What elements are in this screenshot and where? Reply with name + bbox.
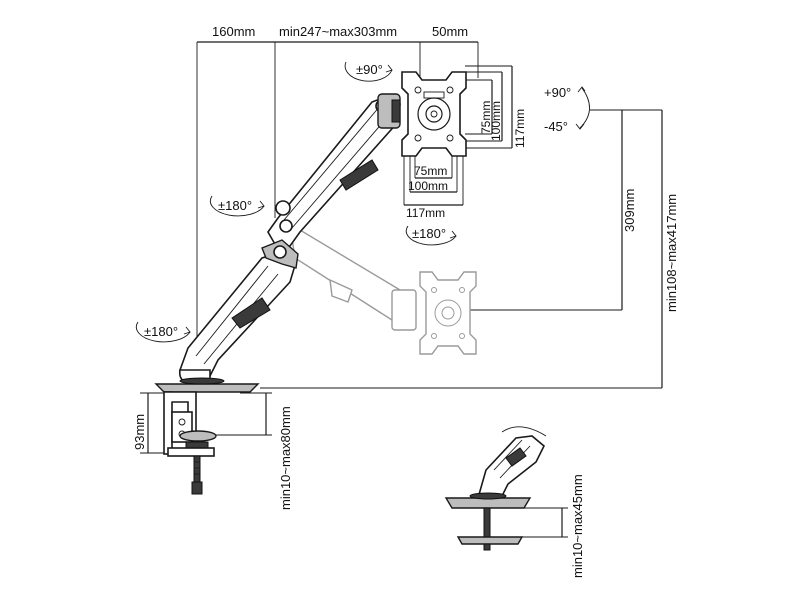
clamp-height-label: 93mm (132, 414, 147, 450)
tilt-down-label: -45° (544, 119, 568, 134)
rotation-arm-label: ±180° (218, 198, 252, 213)
clamp-thickness-label: min10~max80mm (278, 406, 293, 510)
vesa-plate (401, 71, 467, 157)
tilt-up-label: +90° (544, 85, 571, 100)
monitor-arm (154, 93, 401, 393)
grommet-mount (444, 426, 547, 551)
rotation-head-label: ±90° (356, 62, 383, 77)
vesa-75-height-label: 75mm (479, 101, 493, 134)
rotation-base-label: ±180° (144, 324, 178, 339)
rotate-arrow-icon (209, 195, 265, 217)
rotation-tilt-badge: +90° -45° (544, 85, 590, 134)
tilt-arrow-icon (579, 87, 590, 129)
reach-short-label: 160mm (212, 24, 255, 39)
arm-lowered-position (291, 229, 477, 355)
height-travel-label: 309mm (622, 189, 637, 232)
rotation-head-badge: ±90° (344, 61, 393, 82)
rotate-arrow-icon (135, 321, 191, 343)
rotation-arm-badge: ±180° (209, 195, 265, 217)
dimension-lines (140, 41, 663, 538)
height-range-label: min108~max417mm (664, 194, 679, 312)
plate-offset-label: 50mm (432, 24, 468, 39)
rotation-forearm-label: ±180° (412, 226, 446, 241)
rotation-base-badge: ±180° (135, 321, 191, 343)
vesa-100-width-label: 100mm (408, 179, 448, 193)
vesa-117-width-label: 117mm (406, 206, 445, 220)
vesa-100-height-label: 100mm (489, 101, 503, 141)
desk-clamp (163, 391, 217, 495)
grommet-thickness-label: min10~max45mm (570, 474, 585, 578)
vesa-75-width-label: 75mm (414, 164, 447, 178)
reach-range-label: min247~max303mm (279, 24, 397, 39)
rotation-forearm-badge: ±180° (405, 225, 457, 246)
rotate-arrow-icon (405, 225, 457, 246)
rotate-arrow-icon (344, 61, 393, 82)
vesa-117-height-label: 117mm (513, 109, 527, 148)
